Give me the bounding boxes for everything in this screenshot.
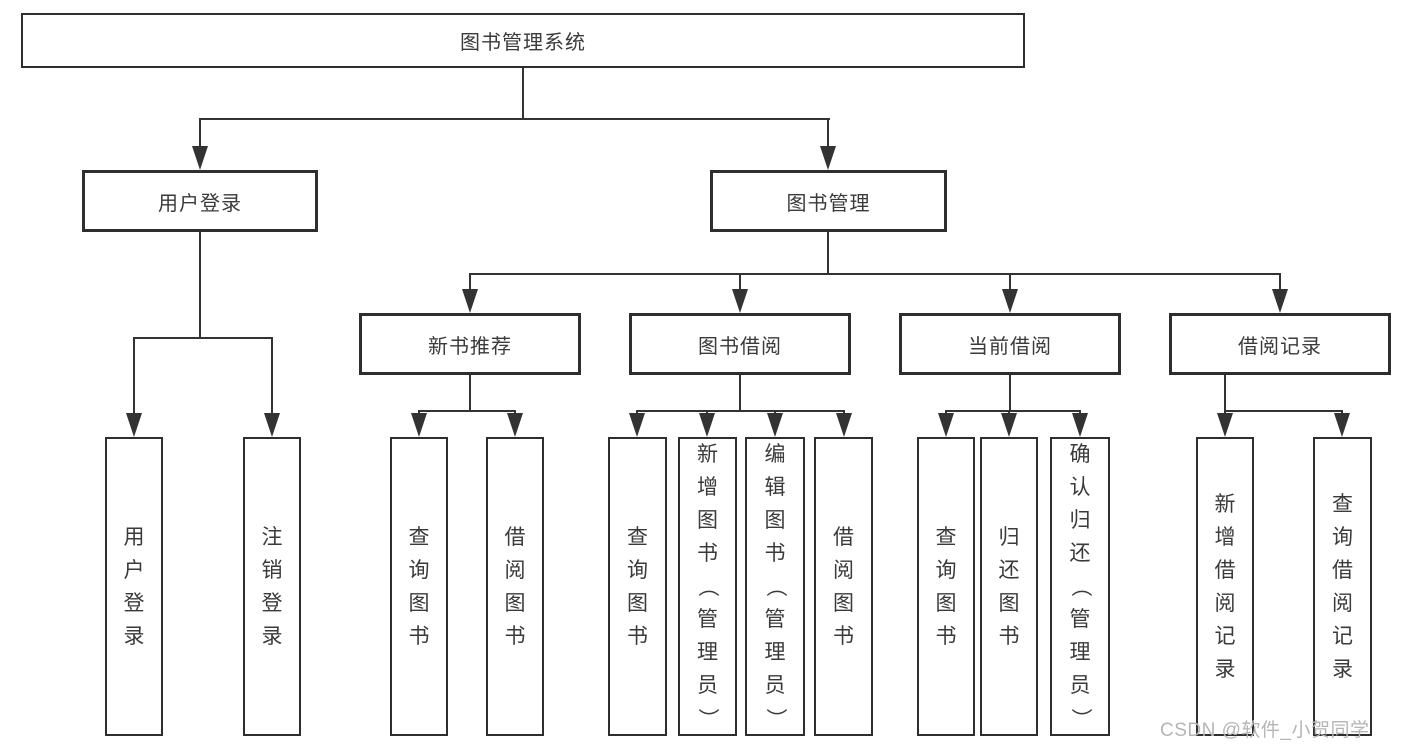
leaf-add-book-admin: 新增图书（管理员） (678, 437, 737, 736)
leaf-add-borrow-record: 新增借阅记录 (1196, 437, 1254, 736)
connector-new-book-stem (469, 374, 471, 411)
connector-current-borrow-stem (1009, 374, 1011, 411)
connector-user-login-hline (133, 337, 273, 339)
leaf-query-books: 查询图书 (390, 437, 448, 736)
connector-to-leaf (133, 337, 135, 417)
leaf-edit-book-admin: 编辑图书（管理员） (745, 437, 805, 736)
node-root: 图书管理系统 (21, 13, 1025, 68)
arrowhead-down (938, 413, 954, 437)
arrowhead-down (411, 413, 427, 437)
connector-level3-hline (469, 273, 1281, 275)
arrowhead-down (1272, 289, 1288, 313)
arrowhead-down (1001, 413, 1017, 437)
leaf-label: 借阅图书 (833, 525, 854, 648)
leaf-label: 归还图书 (998, 525, 1020, 648)
arrowhead-down (1072, 413, 1088, 437)
connector-to-node (739, 273, 741, 293)
leaf-label: 新增图书（管理员） (696, 443, 719, 729)
connector-book-mgmt-stem (827, 231, 829, 274)
leaf-borrow-books: 借阅图书 (814, 437, 873, 736)
arrowhead-down (126, 413, 142, 437)
leaf-user-login: 用户登录 (105, 437, 163, 736)
connector-user-login-stem (199, 231, 201, 338)
node-borrow-records: 借阅记录 (1169, 313, 1391, 375)
connector-current-borrow-hline (945, 410, 1081, 412)
leaf-label: 查询图书 (935, 525, 957, 648)
connector-book-borrow-hline (636, 410, 845, 412)
leaf-label: 编辑图书（管理员） (763, 443, 787, 729)
arrowhead-down (507, 413, 523, 437)
leaf-query-books: 查询图书 (608, 437, 667, 736)
connector-to-user-login (199, 118, 201, 150)
node-book-management: 图书管理 (710, 170, 947, 232)
connector-to-node (469, 273, 471, 293)
connector-to-node (1009, 273, 1011, 293)
leaf-borrow-books: 借阅图书 (486, 437, 544, 736)
connector-new-book-hline (418, 410, 516, 412)
leaf-query-borrow-record: 查询借阅记录 (1313, 437, 1372, 736)
arrowhead-down (732, 289, 748, 313)
arrowhead-down (820, 146, 836, 170)
node-book-borrow: 图书借阅 (629, 313, 851, 375)
leaf-label: 注销登录 (261, 525, 283, 648)
arrowhead-down (1334, 413, 1350, 437)
connector-borrow-records-stem (1224, 374, 1226, 411)
leaf-query-books: 查询图书 (917, 437, 975, 736)
arrowhead-down (629, 413, 645, 437)
arrowhead-down (1217, 413, 1233, 437)
connector-to-book-mgmt (827, 118, 829, 150)
arrowhead-down (699, 413, 715, 437)
node-new-book-recommend: 新书推荐 (359, 313, 581, 375)
connector-borrow-records-hline (1224, 410, 1343, 412)
leaf-label: 用户登录 (123, 525, 145, 648)
leaf-label: 查询借阅记录 (1332, 492, 1353, 681)
connector-book-borrow-stem (739, 374, 741, 411)
connector-root-stem (522, 68, 524, 119)
arrowhead-down (836, 413, 852, 437)
leaf-label: 新增借阅记录 (1214, 492, 1236, 681)
leaf-label: 确认归还（管理员） (1068, 443, 1092, 729)
arrowhead-down (264, 413, 280, 437)
leaf-label: 查询图书 (627, 525, 648, 648)
leaf-logout: 注销登录 (243, 437, 301, 736)
connector-level1-hline (199, 118, 830, 120)
node-user-login: 用户登录 (82, 170, 318, 232)
arrowhead-down (462, 289, 478, 313)
connector-to-leaf (271, 337, 273, 417)
leaf-label: 查询图书 (408, 525, 430, 648)
arrowhead-down (192, 146, 208, 170)
arrowhead-down (767, 413, 783, 437)
leaf-return-books: 归还图书 (980, 437, 1038, 736)
csdn-watermark: CSDN @软件_小贺同学 (1160, 720, 1370, 741)
connector-to-node (1279, 273, 1281, 293)
arrowhead-down (1002, 289, 1018, 313)
leaf-confirm-return-admin: 确认归还（管理员） (1050, 437, 1110, 736)
node-current-borrow: 当前借阅 (899, 313, 1121, 375)
leaf-label: 借阅图书 (504, 525, 526, 648)
